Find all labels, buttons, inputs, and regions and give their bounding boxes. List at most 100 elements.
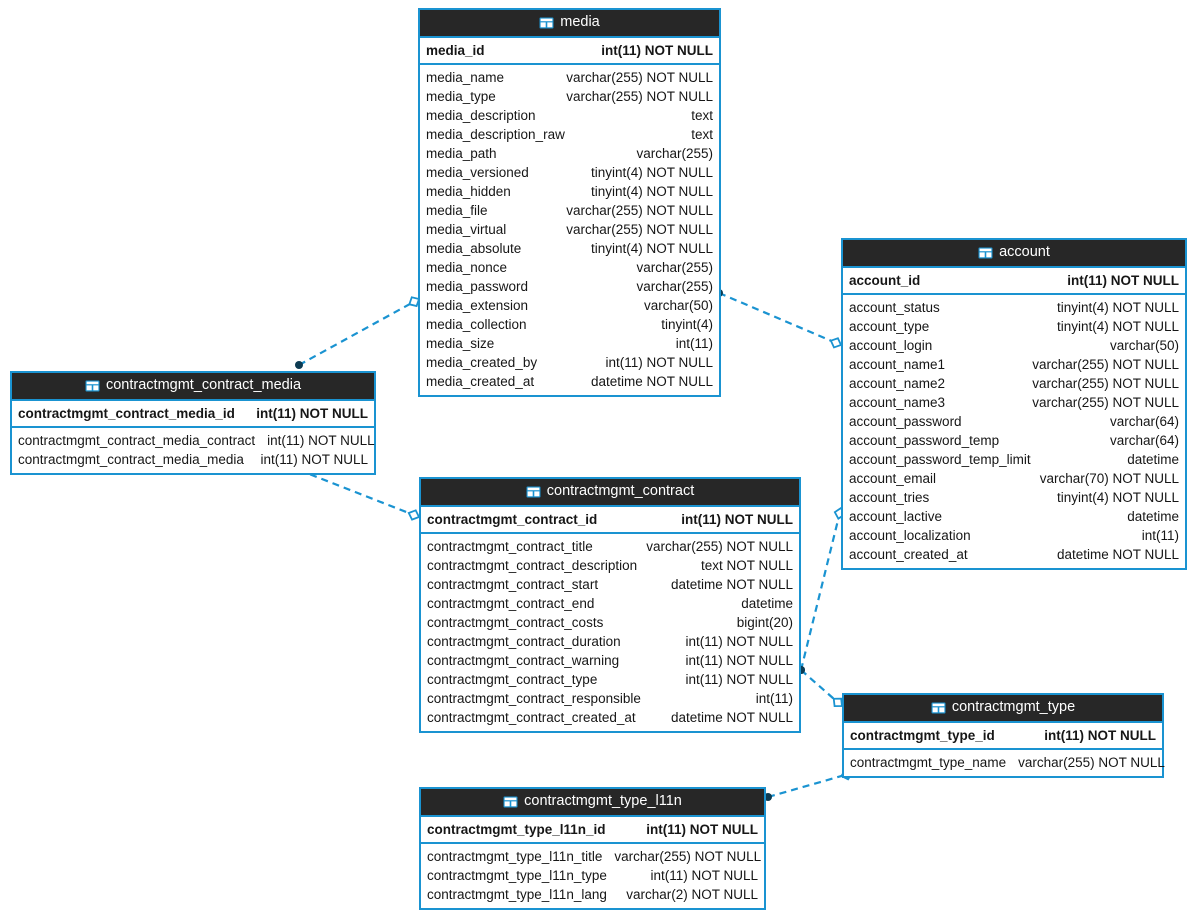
column-name: account_password bbox=[849, 414, 962, 430]
column-name: contractmgmt_type_l11n_lang bbox=[427, 887, 607, 903]
rel-contract-media-to-media[interactable] bbox=[295, 295, 421, 369]
entity-header-media[interactable]: media bbox=[420, 10, 719, 39]
column-name: contractmgmt_contract_title bbox=[427, 539, 593, 555]
column-name: media_size bbox=[426, 336, 495, 352]
rel-type-l11n-to-type[interactable] bbox=[764, 768, 854, 801]
relationship-line bbox=[718, 291, 842, 347]
entity-header-contractmgmt_contract[interactable]: contractmgmt_contract bbox=[421, 479, 799, 508]
rel-contract-to-account[interactable] bbox=[797, 506, 846, 674]
column-name: contractmgmt_type_l11n_type bbox=[427, 868, 607, 884]
column-type: int(11) NOT NULL bbox=[685, 672, 793, 688]
column-name: contractmgmt_contract_description bbox=[427, 558, 638, 574]
field-row[interactable]: account_created_at datetime NOT NULL bbox=[843, 545, 1185, 564]
column-type: varchar(255) bbox=[636, 279, 713, 295]
column-name: media_password bbox=[426, 279, 529, 295]
column-name: account_password_temp_limit bbox=[849, 452, 1031, 468]
column-type: datetime bbox=[1127, 509, 1179, 525]
column-type: varchar(255) NOT NULL bbox=[566, 203, 713, 219]
column-type: text bbox=[691, 108, 713, 124]
rel-media-to-account[interactable] bbox=[715, 289, 843, 350]
column-name: contractmgmt_contract_end bbox=[427, 596, 595, 612]
entity-header-contractmgmt_contract_media[interactable]: contractmgmt_contract_media bbox=[12, 373, 374, 402]
column-name: account_name2 bbox=[849, 376, 946, 392]
field-row[interactable]: account_password_temp varchar(64) bbox=[843, 431, 1185, 450]
column-type: varchar(64) bbox=[1109, 433, 1179, 449]
column-name: account_created_at bbox=[849, 547, 968, 563]
field-row[interactable]: media_password varchar(255) bbox=[420, 277, 719, 296]
entity-header-contractmgmt_type_l11n[interactable]: contractmgmt_type_l11n bbox=[421, 789, 764, 818]
column-type: text bbox=[691, 127, 713, 143]
entity-header-account[interactable]: account bbox=[843, 240, 1185, 269]
column-type: varchar(255) bbox=[636, 146, 713, 162]
column-type: int(11) NOT NULL bbox=[685, 634, 793, 650]
column-type: int(11) NOT NULL bbox=[681, 512, 793, 528]
column-name: media_versioned bbox=[426, 165, 529, 181]
column-type: int(11) NOT NULL bbox=[1044, 728, 1156, 744]
rel-contract-to-type[interactable] bbox=[797, 666, 845, 710]
column-type: int(11) NOT NULL bbox=[1067, 273, 1179, 289]
column-name: account_login bbox=[849, 338, 933, 354]
entity-header-contractmgmt_type[interactable]: contractmgmt_type bbox=[844, 695, 1162, 724]
column-type: datetime NOT NULL bbox=[1056, 547, 1179, 563]
column-name: account_password_temp bbox=[849, 433, 1000, 449]
